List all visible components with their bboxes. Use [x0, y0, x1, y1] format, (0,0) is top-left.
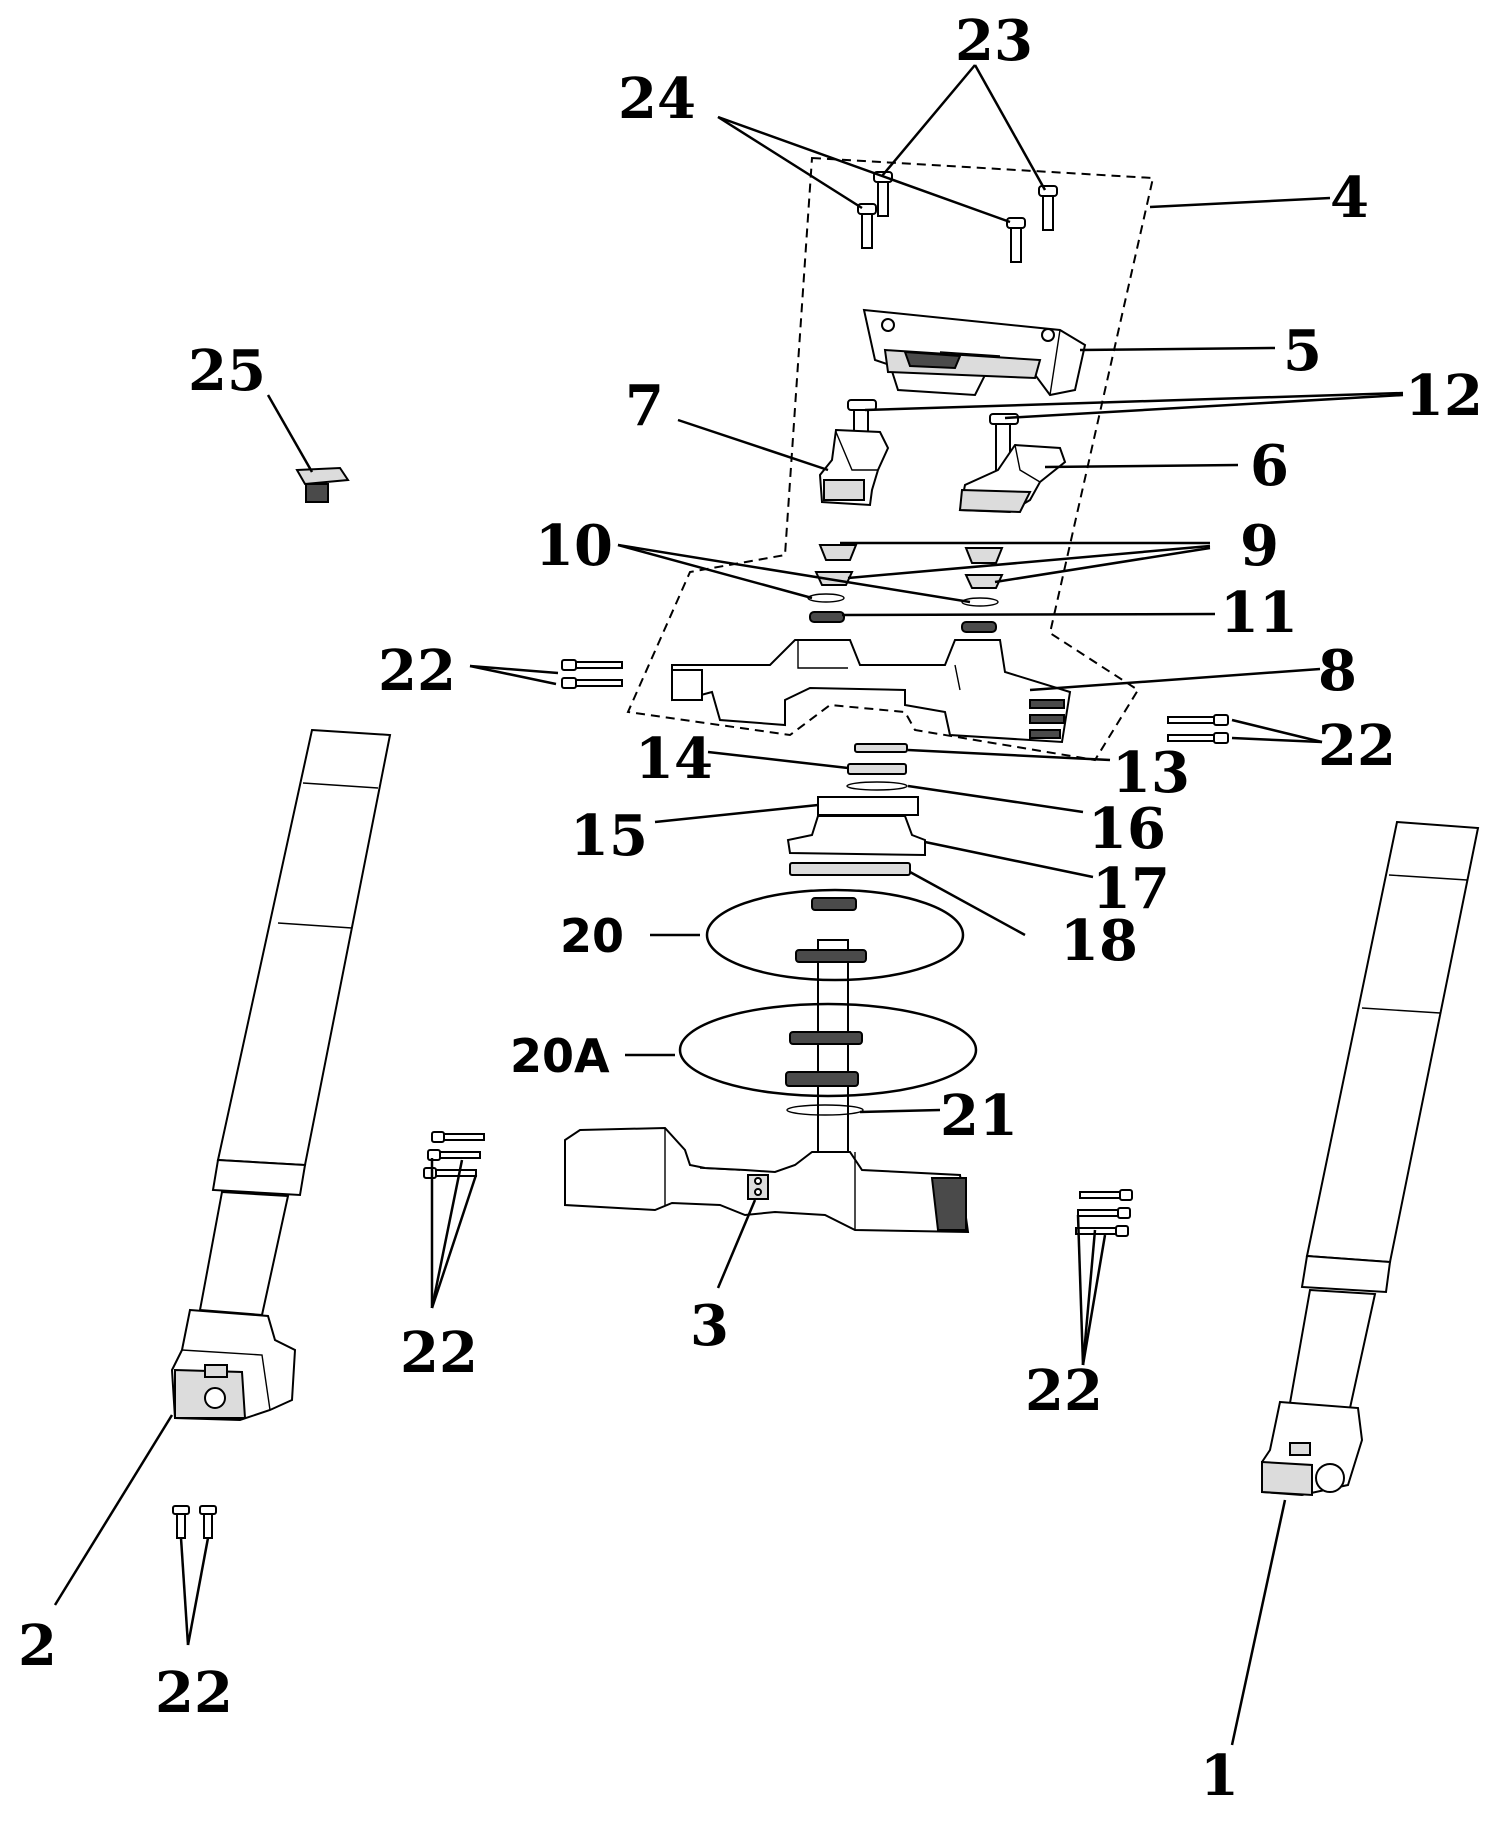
part-5-top-cover: [862, 308, 1087, 397]
bolt-c: [1038, 185, 1058, 231]
stack-parts-13-18: [786, 743, 926, 876]
part-7-left-clamp: [818, 428, 890, 507]
bolts-22-bottom-left: [172, 1505, 217, 1539]
part-2-left-fork-leg: [170, 728, 392, 1422]
bolts-22-left-middle: [423, 1131, 485, 1179]
label-25: 25: [188, 338, 266, 404]
part-9-cups: [814, 544, 1004, 589]
part-15: [817, 796, 919, 816]
label-24: 24: [618, 66, 696, 132]
part-16: [846, 781, 908, 791]
label-3: 3: [690, 1293, 729, 1359]
bolts-22-right-upper: [1167, 714, 1229, 744]
leader-lines: [53, 64, 1404, 1746]
label-17: 17: [1092, 856, 1170, 922]
label-22-bottom: 22: [155, 1660, 233, 1726]
label-20: 20: [560, 909, 624, 963]
bolt-23-24-set: [857, 171, 1058, 263]
label-20a: 20A: [510, 1029, 610, 1083]
part-18: [789, 862, 911, 876]
label-11: 11: [1220, 580, 1298, 646]
label-23: 23: [955, 8, 1033, 74]
label-8: 8: [1318, 638, 1357, 704]
part-25-bolt: [295, 466, 350, 503]
bolt-d: [1006, 217, 1026, 263]
steering-stem: [785, 897, 867, 1176]
assembly-4-dashed-outline: [626, 156, 1155, 762]
bearing-20-lower: [795, 949, 867, 963]
label-13: 13: [1112, 740, 1190, 806]
label-6: 6: [1250, 433, 1289, 499]
label-22-right-middle: 22: [1025, 1358, 1103, 1424]
label-2: 2: [18, 1613, 57, 1679]
bolts-22-left-upper: [561, 659, 623, 689]
label-22-right-upper: 22: [1318, 713, 1396, 779]
callout-ellipse-20a: [678, 1002, 978, 1098]
part-13: [854, 743, 908, 753]
label-22-left-upper: 22: [378, 638, 456, 704]
bolts-22-right-middle: [1075, 1189, 1133, 1237]
label-16: 16: [1088, 796, 1166, 862]
bearing-20a-lower: [785, 1071, 859, 1087]
bearing-20-upper: [811, 897, 857, 911]
label-14: 14: [635, 726, 713, 792]
label-10: 10: [535, 513, 613, 579]
label-1: 1: [1200, 1743, 1239, 1809]
label-12: 12: [1405, 363, 1483, 429]
label-4: 4: [1330, 165, 1369, 231]
part-17: [786, 815, 926, 857]
label-7: 7: [625, 373, 664, 439]
label-22-left-middle: 22: [400, 1320, 478, 1386]
label-5: 5: [1283, 318, 1322, 384]
part-6-right-clamp: [958, 443, 1067, 514]
bolt-b: [857, 203, 877, 249]
part-labels: 23 24 4 25 5 12 7 6 10 9 11 8 22 22 14 1…: [18, 8, 1483, 1809]
label-18: 18: [1060, 908, 1138, 974]
label-15: 15: [570, 803, 648, 869]
part-1-right-fork-leg: [1261, 820, 1480, 1497]
part-8-upper-triple-clamp: [671, 639, 1072, 744]
callout-ellipse-20: [705, 888, 965, 982]
label-21: 21: [940, 1083, 1018, 1149]
part-10-11-rings-washers: [807, 593, 999, 633]
part-3-lower-triple-clamp: [564, 1126, 970, 1234]
part-21-ring: [786, 1104, 864, 1116]
label-9: 9: [1240, 513, 1279, 579]
part-14: [847, 763, 907, 775]
bearing-20a-upper: [789, 1031, 863, 1045]
